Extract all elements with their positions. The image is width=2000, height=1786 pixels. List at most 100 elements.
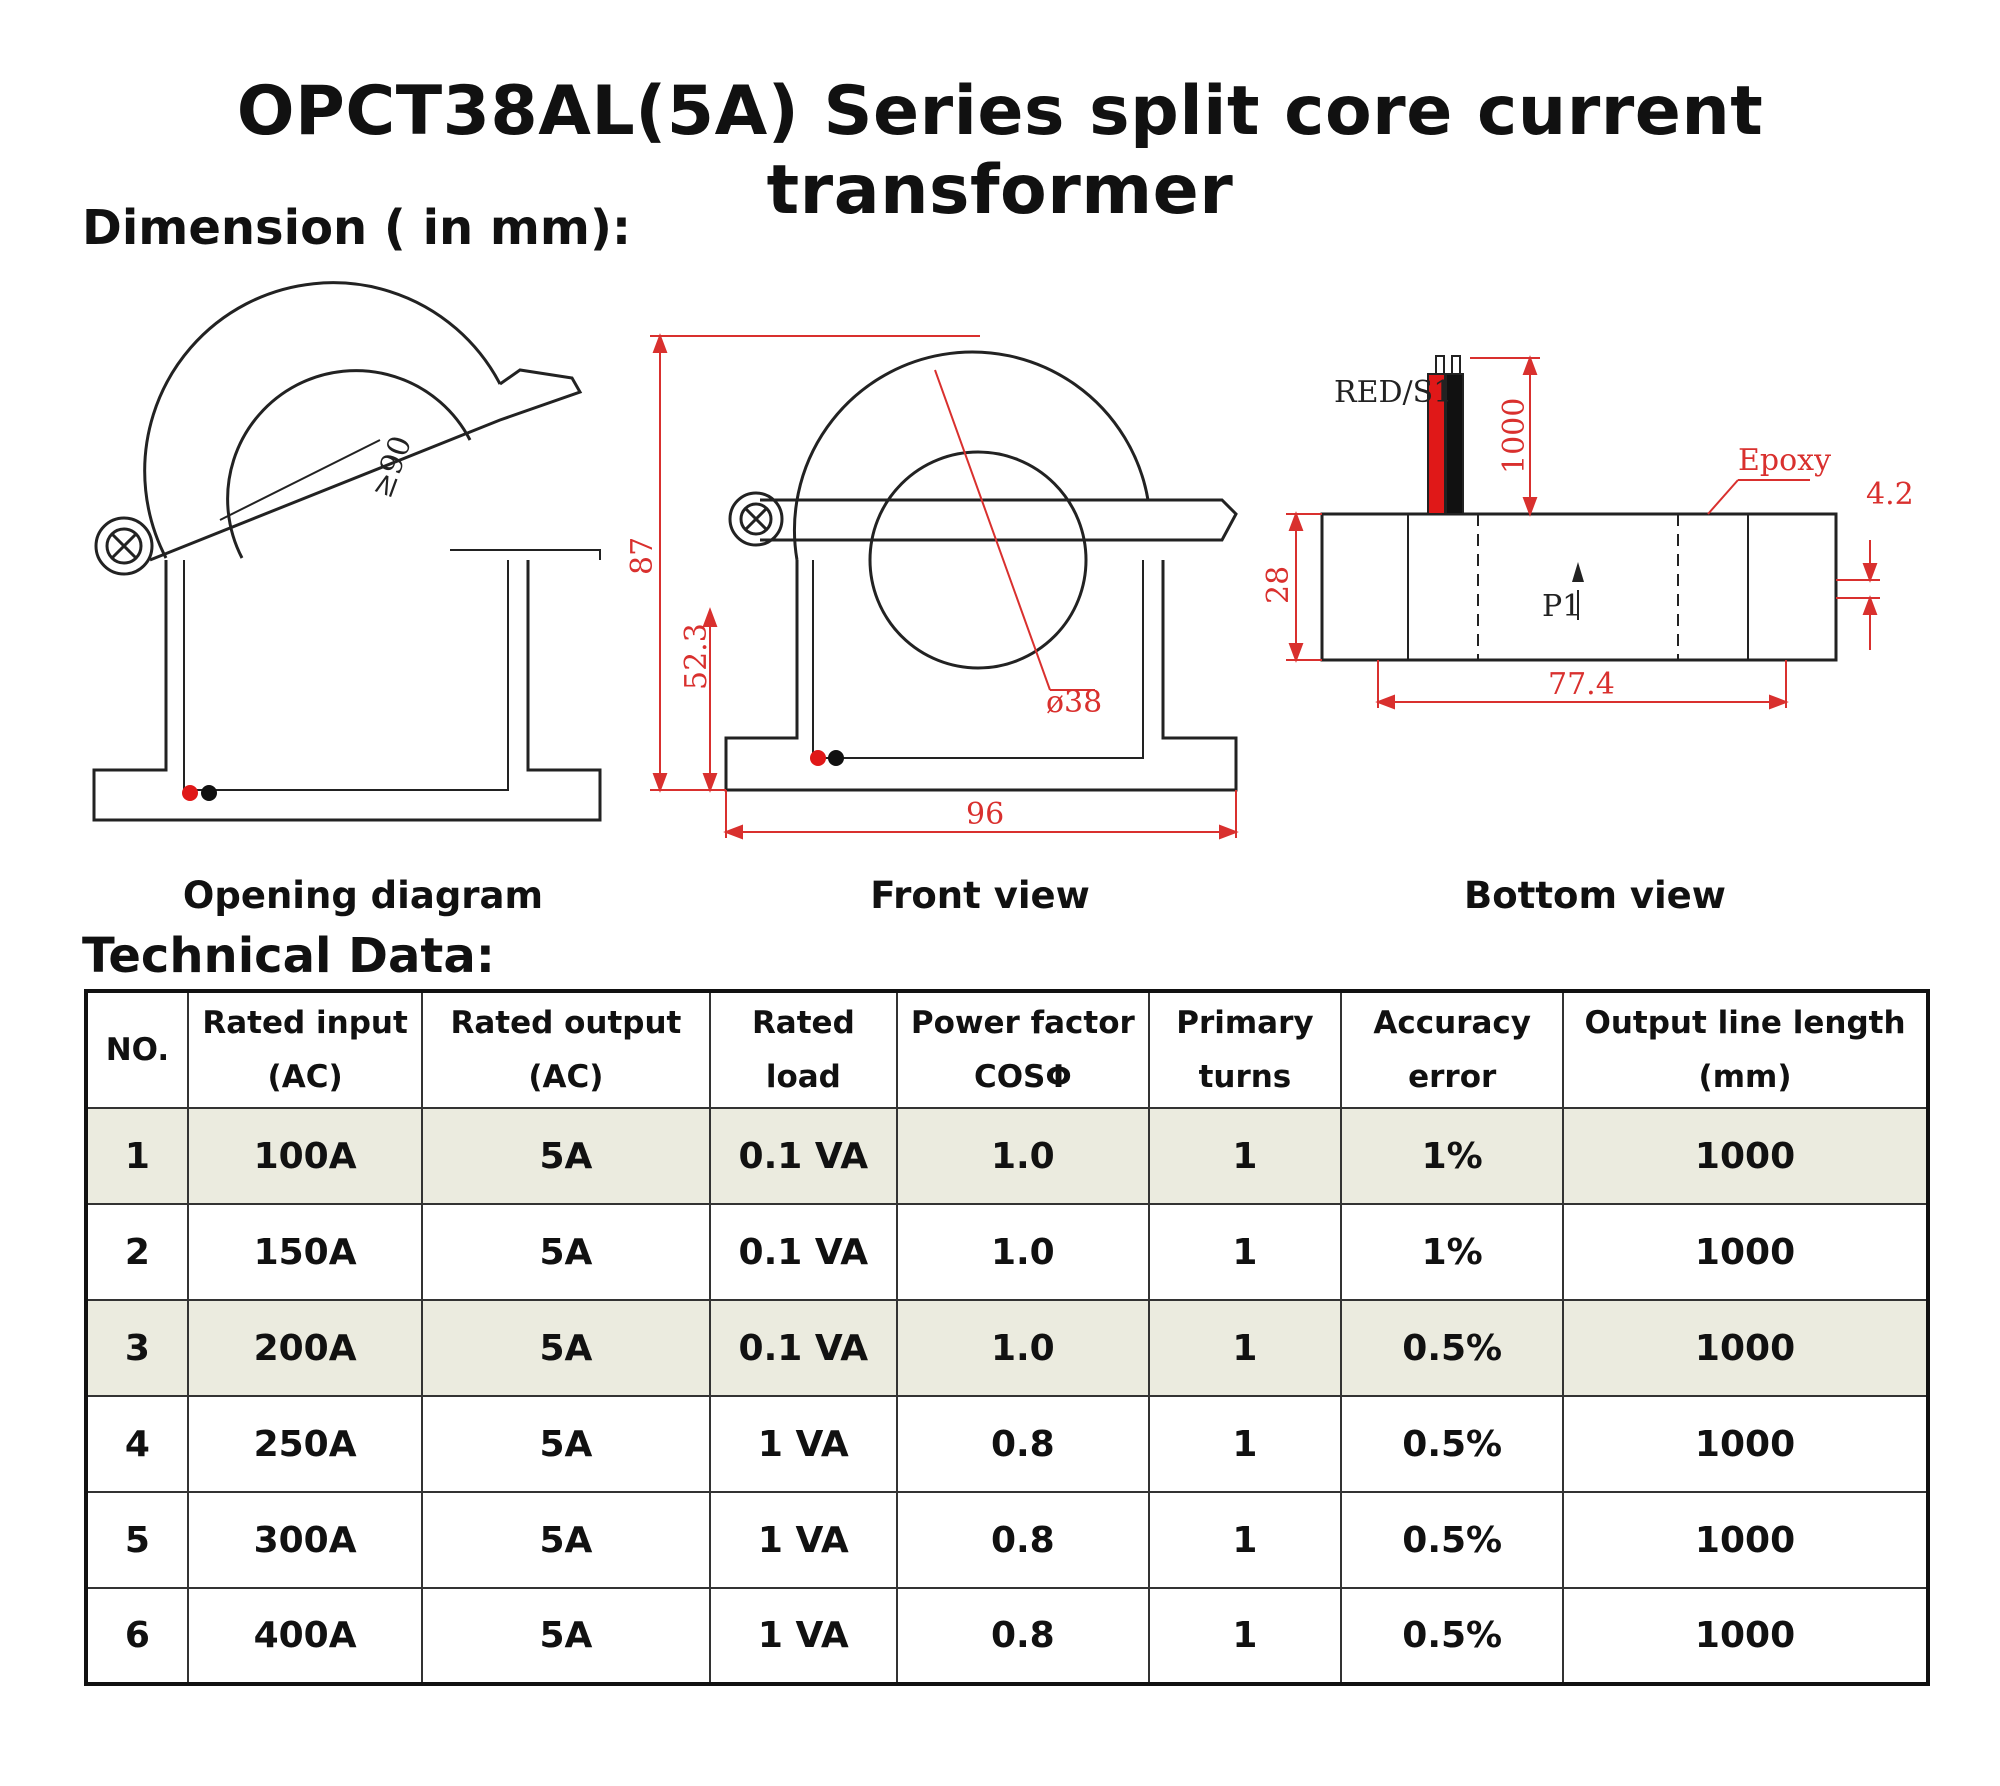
bottom-body <box>1320 512 1838 662</box>
bottom-lead-label: RED/S1 <box>1334 375 1452 410</box>
table-header-row: NO. Rated input (AC) Rated output (AC) Rat… <box>85 990 1929 1109</box>
technical-data-heading: Technical Data: <box>82 928 495 984</box>
header-output-line-length: Output line length(mm) <box>1562 990 1929 1109</box>
opening-diameter-label: ≥90 <box>365 431 420 502</box>
bottom-black-wire <box>1445 373 1464 515</box>
opening-black-wire-dot <box>201 785 217 801</box>
cell-primary-turns: 1 <box>1147 1587 1343 1685</box>
header-text-line2: (mm) <box>1698 1059 1792 1095</box>
opening-lid-arm <box>149 368 583 562</box>
front-screw-outer <box>728 491 784 547</box>
header-text-line1: Accuracy <box>1373 1005 1531 1041</box>
table-row: 1 100A 5A 0.1 VA 1.0 1 1% 1000 <box>85 1107 1929 1205</box>
opening-red-wire-dot <box>182 785 198 801</box>
cell-accuracy-error: 0.5% <box>1340 1395 1565 1493</box>
cell-rated-input: 300A <box>186 1491 424 1589</box>
front-inner-arrow-bottom <box>702 773 718 793</box>
cell-power-factor: 0.8 <box>896 1587 1150 1685</box>
cell-power-factor: 0.8 <box>896 1491 1150 1589</box>
opening-inner-ring <box>226 369 472 559</box>
opening-diagram <box>92 281 602 822</box>
header-text-line2: turns <box>1198 1059 1292 1095</box>
cell-rated-load: 0.1 VA <box>708 1107 899 1205</box>
bottom-height-arrow-top <box>1288 511 1304 531</box>
cell-rated-output: 5A <box>421 1395 711 1493</box>
front-black-wire-dot <box>828 750 844 766</box>
bottom-p1-label: P1 <box>1542 589 1581 624</box>
bottom-width-arrow-right <box>1769 694 1789 710</box>
header-text-line1: Power factor <box>910 1005 1135 1041</box>
cell-rated-input: 400A <box>186 1587 424 1685</box>
opening-screw-outer <box>94 516 154 576</box>
cell-rated-input: 200A <box>186 1299 424 1397</box>
technical-drawings-svg: ≥90 <box>92 281 1914 840</box>
header-no-text: NO. <box>105 1032 170 1068</box>
cell-rated-load: 1 VA <box>708 1587 899 1685</box>
cell-no: 6 <box>85 1587 189 1685</box>
bottom-epoxy-leader <box>1707 479 1739 515</box>
front-inner-ring <box>868 450 1088 670</box>
cell-rated-output: 5A <box>421 1203 711 1301</box>
header-accuracy-error: Accuracy error <box>1340 990 1565 1109</box>
bottom-width-label: 77.4 <box>1548 667 1615 702</box>
bottom-view <box>1320 355 1838 662</box>
front-red-wire-dot <box>810 750 826 766</box>
bottom-view-caption: Bottom view <box>1464 874 1726 917</box>
table-row: 2 150A 5A 0.1 VA 1.0 1 1% 1000 <box>85 1203 1929 1301</box>
front-body <box>724 560 1238 792</box>
front-inner-height-label: 52.3 <box>679 623 714 690</box>
cell-no: 1 <box>85 1107 189 1205</box>
header-text-line2: (AC) <box>528 1059 604 1095</box>
cell-rated-input: 100A <box>186 1107 424 1205</box>
bottom-lead-length-label: 1000 <box>1497 398 1532 474</box>
bottom-p1-arrowhead <box>1572 562 1584 582</box>
header-rated-input: Rated input (AC) <box>186 990 424 1109</box>
opening-outer-ring <box>143 281 502 559</box>
cell-accuracy-error: 0.5% <box>1340 1587 1565 1685</box>
header-text-line2: load <box>765 1059 841 1095</box>
bottom-thickness-label: 4.2 <box>1866 477 1914 512</box>
bottom-wire-cap-right <box>1451 355 1461 375</box>
front-width-arrow-right <box>1219 824 1239 840</box>
front-width-arrow-left <box>723 824 743 840</box>
front-body-inner <box>812 560 1144 759</box>
cell-output-line-length: 1000 <box>1562 1491 1929 1589</box>
front-hinge-bar <box>760 498 1238 542</box>
header-text-line2: (AC) <box>267 1059 343 1095</box>
cell-power-factor: 1.0 <box>896 1299 1150 1397</box>
front-height-arrow-top <box>652 333 668 353</box>
opening-diagram-caption: Opening diagram <box>182 874 544 917</box>
opening-body <box>92 560 602 822</box>
cell-rated-load: 1 VA <box>708 1395 899 1493</box>
bottom-width-arrow-left <box>1375 694 1395 710</box>
front-dimensions <box>650 333 1239 840</box>
bottom-lead-arrow-top <box>1522 355 1538 375</box>
cell-output-line-length: 1000 <box>1562 1107 1929 1205</box>
dimension-drawings: ≥90 <box>0 280 2000 880</box>
cell-power-factor: 1.0 <box>896 1203 1150 1301</box>
cell-rated-output: 5A <box>421 1299 711 1397</box>
header-text-line1: Rated output <box>450 1005 682 1041</box>
opening-screw-cross <box>110 532 138 560</box>
cell-rated-input: 150A <box>186 1203 424 1301</box>
bottom-thick-arrow-top <box>1862 563 1878 583</box>
cell-output-line-length: 1000 <box>1562 1203 1929 1301</box>
cell-no: 3 <box>85 1299 189 1397</box>
opening-screw-inner <box>105 527 143 565</box>
header-text-line2: COSΦ <box>973 1059 1072 1095</box>
front-inner-arrow-top <box>702 607 718 627</box>
opening-right-top <box>450 549 601 560</box>
table-row: 5 300A 5A 1 VA 0.8 1 0.5% 1000 <box>85 1491 1929 1589</box>
header-text-line2: error <box>1408 1059 1497 1095</box>
cell-accuracy-error: 0.5% <box>1340 1299 1565 1397</box>
technical-data-table: NO. Rated input (AC) Rated output (AC) Rat… <box>84 989 1930 1686</box>
front-diameter-leader <box>934 369 1051 691</box>
opening-diameter-line <box>219 439 381 521</box>
cell-no: 4 <box>85 1395 189 1493</box>
front-view <box>724 350 1238 792</box>
cell-output-line-length: 1000 <box>1562 1587 1929 1685</box>
cell-output-line-length: 1000 <box>1562 1395 1929 1493</box>
header-text-line1: Rated input <box>202 1005 408 1041</box>
